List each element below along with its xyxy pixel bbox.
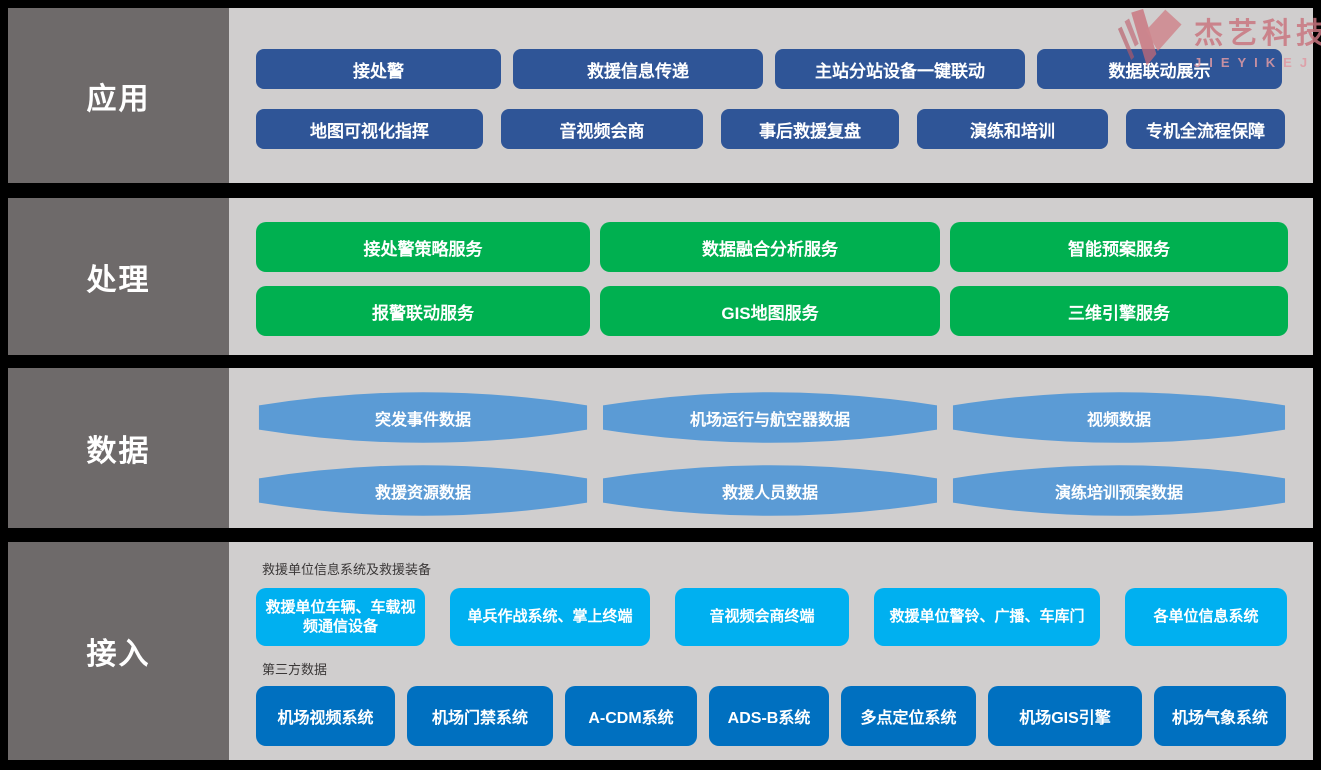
layer-label-text: 应用 xyxy=(86,82,151,116)
data-row-2: 救援资源数据 救援人员数据 演练培训预案数据 xyxy=(256,463,1289,518)
layer-label-access: 接入 xyxy=(8,542,229,760)
application-item: 主站分站设备一键联动 xyxy=(775,49,1025,89)
process-item: 数据融合分析服务 xyxy=(600,222,940,272)
layer-label-text: 接入 xyxy=(86,638,151,671)
application-item: 救援信息传递 xyxy=(513,49,763,89)
access-thirdparty-item: 机场气象系统 xyxy=(1154,686,1286,746)
layer-access-band: 接入 救援单位信息系统及救援装备 救援单位车辆、车载视频通信设备 单兵作战系统、… xyxy=(8,542,1313,760)
access-device-item: 救援单位车辆、车载视频通信设备 xyxy=(256,588,425,646)
access-thirdparty-item: A-CDM系统 xyxy=(565,686,697,746)
process-row-2: 报警联动服务 GIS地图服务 三维引擎服务 xyxy=(256,286,1289,336)
application-item: 地图可视化指挥 xyxy=(256,109,483,149)
access-thirdparty-item: 机场视频系统 xyxy=(256,686,395,746)
layer-label-data: 数据 xyxy=(8,368,229,528)
application-row-1: 接处警 救援信息传递 主站分站设备一键联动 数据联动展示 xyxy=(256,49,1289,89)
data-item-label: 救援资源数据 xyxy=(374,484,471,502)
logo-v-icon xyxy=(1117,8,1182,66)
process-item: GIS地图服务 xyxy=(600,286,940,336)
process-item: 三维引擎服务 xyxy=(950,286,1288,336)
data-item: 救援资源数据 xyxy=(256,463,590,518)
application-item: 数据联动展示 xyxy=(1037,49,1282,89)
layer-label-application: 应用 xyxy=(8,8,229,183)
access-thirdparty-item: 机场门禁系统 xyxy=(407,686,553,746)
application-item: 接处警 xyxy=(256,49,501,89)
layer-application-band: 应用 接处警 救援信息传递 主站分站设备一键联动 数据联动展示 地图可视化指挥 … xyxy=(8,8,1313,183)
access-thirdparty-item: 机场GIS引擎 xyxy=(988,686,1142,746)
data-pill-shape xyxy=(258,392,588,443)
data-pill-shape xyxy=(258,465,588,516)
data-pill-shape xyxy=(603,465,937,516)
process-item: 接处警策略服务 xyxy=(256,222,590,272)
data-item: 视频数据 xyxy=(950,390,1288,445)
data-item-label: 机场运行与航空器数据 xyxy=(689,411,850,429)
data-item-label: 救援人员数据 xyxy=(721,484,818,502)
process-item: 报警联动服务 xyxy=(256,286,590,336)
access-thirdparty-row: 机场视频系统 机场门禁系统 A-CDM系统 ADS-B系统 多点定位系统 机场G… xyxy=(256,686,1289,746)
data-item-label: 视频数据 xyxy=(1086,411,1151,429)
application-item: 演练和培训 xyxy=(917,109,1108,149)
data-item-label: 突发事件数据 xyxy=(374,411,471,429)
access-thirdparty-item: 多点定位系统 xyxy=(841,686,976,746)
access-device-row: 救援单位车辆、车载视频通信设备 单兵作战系统、掌上终端 音视频会商终端 救援单位… xyxy=(256,588,1289,646)
data-item: 救援人员数据 xyxy=(600,463,940,518)
application-item: 事后救援复盘 xyxy=(721,109,899,149)
access-device-item: 救援单位警铃、广播、车库门 xyxy=(874,588,1100,646)
data-item: 演练培训预案数据 xyxy=(950,463,1288,518)
application-item: 专机全流程保障 xyxy=(1126,109,1285,149)
logo-company-name: 杰艺科技 xyxy=(1194,18,1321,50)
data-pill-shape xyxy=(603,392,937,443)
data-pill-shape xyxy=(952,392,1286,443)
data-item: 突发事件数据 xyxy=(256,390,590,445)
layer-data-band: 数据 突发事件数据 机场运行与航空器数据 视频数据 xyxy=(8,368,1313,528)
company-logo: 杰艺科技 JIEYIKEJ xyxy=(1112,2,1321,78)
data-pill-shape xyxy=(952,465,1286,516)
logo-company-name-en: JIEYIKEJ xyxy=(1194,55,1316,70)
data-row-1: 突发事件数据 机场运行与航空器数据 视频数据 xyxy=(256,390,1289,445)
layer-label-text: 数据 xyxy=(86,435,151,468)
access-thirdparty-item: ADS-B系统 xyxy=(709,686,829,746)
access-group-caption: 救援单位信息系统及救援装备 xyxy=(262,561,432,577)
process-item: 智能预案服务 xyxy=(950,222,1288,272)
access-device-item: 单兵作战系统、掌上终端 xyxy=(450,588,650,646)
layer-process-band: 处理 接处警策略服务 数据融合分析服务 智能预案服务 报警联动服务 GIS地图服… xyxy=(8,198,1313,355)
data-item: 机场运行与航空器数据 xyxy=(600,390,940,445)
process-row-1: 接处警策略服务 数据融合分析服务 智能预案服务 xyxy=(256,222,1289,272)
layer-label-process: 处理 xyxy=(8,198,229,355)
access-device-item: 音视频会商终端 xyxy=(675,588,849,646)
application-row-2: 地图可视化指挥 音视频会商 事后救援复盘 演练和培训 专机全流程保障 xyxy=(256,109,1289,149)
data-item-label: 演练培训预案数据 xyxy=(1054,484,1183,502)
access-group-caption: 第三方数据 xyxy=(262,661,328,677)
layer-label-text: 处理 xyxy=(86,263,151,297)
access-device-item: 各单位信息系统 xyxy=(1125,588,1287,646)
application-item: 音视频会商 xyxy=(501,109,703,149)
